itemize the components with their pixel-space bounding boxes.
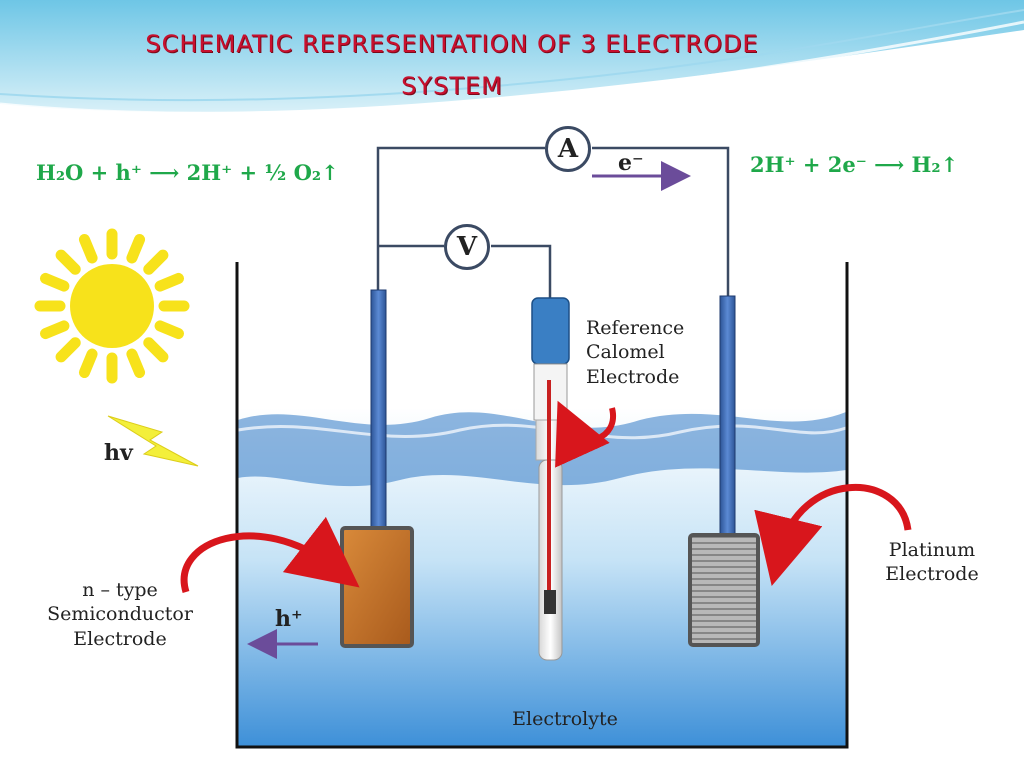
electron-label: e⁻ [618, 150, 644, 176]
sun-ray [39, 272, 70, 292]
semiconductor-label-line: Semiconductor [47, 603, 193, 626]
voltmeter: V [444, 224, 490, 270]
electrolyte-label: Electrolyte [512, 708, 618, 730]
semiconductor-rod [370, 289, 387, 536]
anode-equation: H₂O + h⁺ ⟶ 2H⁺ + ½ O₂↑ [36, 160, 339, 185]
sun-ray [154, 320, 185, 340]
sun-ray [78, 233, 98, 264]
page-title: SCHEMATIC REPRESENTATION OF 3 ELECTRODE [145, 30, 759, 58]
reference-label-line: Electrode [586, 365, 680, 388]
platinum-rod [719, 295, 736, 542]
sun-ray [126, 348, 146, 379]
photon-lightning-icon [107, 415, 199, 467]
semiconductor-pointer-arrow [180, 516, 360, 594]
semiconductor-label-line: n – type [82, 579, 158, 601]
sun-ray [55, 249, 81, 275]
platinum-label-line: Platinum [888, 539, 976, 561]
sun-ray [78, 348, 98, 379]
photon-label: hv [104, 440, 133, 466]
cathode-equation: 2H⁺ + 2e⁻ ⟶ H₂↑ [750, 152, 959, 177]
ammeter: A [545, 126, 591, 172]
reference-pointer-arrow [555, 400, 617, 468]
header-band [0, 0, 1024, 115]
reference-label-line: Calomel [586, 341, 665, 364]
reference-electrode-label: Reference Calomel Electrode [586, 316, 684, 389]
semiconductor-electrode [340, 526, 414, 648]
sun-ray [154, 272, 185, 292]
reference-label-line: Reference [586, 317, 685, 339]
page-title-continued: SYSTEM [401, 72, 503, 100]
sun-ray [55, 337, 81, 363]
platinum-label-line: Electrode [885, 563, 979, 586]
hole-label: h⁺ [275, 606, 303, 632]
sun-icon [34, 228, 190, 384]
semiconductor-label-line: Electrode [73, 627, 167, 650]
platinum-electrode [688, 533, 760, 647]
circuit-wires [376, 146, 730, 300]
sun-ray [143, 249, 169, 275]
sun-ray [126, 233, 146, 264]
platinum-electrode-label: Platinum Electrode [872, 538, 992, 587]
platinum-pointer-arrow [754, 484, 912, 586]
semiconductor-electrode-label: n – type Semiconductor Electrode [30, 578, 210, 651]
sun-ray [143, 337, 169, 363]
sun-ray [39, 320, 70, 340]
